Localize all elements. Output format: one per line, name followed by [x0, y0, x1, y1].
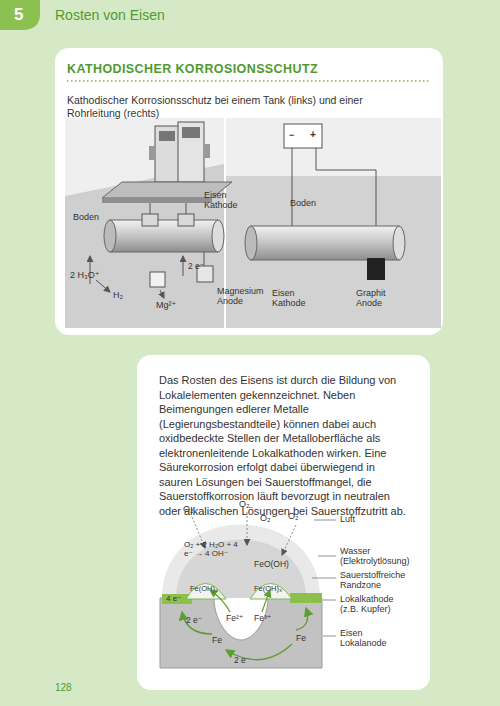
- diagram-label: Fe(OH)₃: [254, 585, 282, 593]
- diagram-label: Eisen Kathode: [204, 190, 246, 210]
- page-number: 128: [55, 682, 72, 693]
- diagram-label: H₂: [113, 290, 123, 300]
- diagram-label: Wasser (Elektrolytlösung): [340, 546, 430, 566]
- diagram-label: 4 e⁻: [166, 595, 181, 604]
- diagram-label: Fe³⁺: [254, 614, 271, 624]
- panel-text: Das Rosten des Eisens ist durch die Bild…: [159, 373, 408, 518]
- diagram-label: Eisen Kathode: [272, 288, 314, 308]
- diagram-label: Graphit Anode: [356, 288, 398, 308]
- chapter-title: Rosten von Eisen: [55, 8, 165, 24]
- diagram-label: O₂: [288, 511, 299, 521]
- diagram-label: 2 e⁻: [186, 616, 202, 626]
- chapter-number: 5: [14, 5, 23, 24]
- diagram-label: O₂: [183, 504, 194, 514]
- diagram-label: Fe(OH)₂: [190, 585, 218, 593]
- diagram-label: Fe: [212, 636, 222, 646]
- diagram-label: Luft: [340, 514, 355, 524]
- diagram-label: 2 H₃O⁺: [70, 270, 99, 280]
- diagram-label: Fe: [296, 634, 306, 644]
- diagram-label: Boden: [73, 212, 99, 222]
- diagram-label: Boden: [290, 198, 316, 208]
- diagram-label: −: [289, 130, 294, 140]
- diagram-label: 2 e⁻: [188, 262, 204, 272]
- diagram-label: O₂: [239, 499, 250, 509]
- diagram-label: Fe²⁺: [226, 614, 243, 624]
- diagram-label: Mg²⁺: [156, 300, 176, 310]
- panel-heading: KATHODISCHER KORROSIONSSCHUTZ: [67, 61, 431, 78]
- diagram-label: +: [310, 129, 316, 140]
- diagram-label: O₂ + 2 H₂O + 4 e⁻ → 4 OH⁻: [184, 541, 248, 559]
- diagram-label: Lokalkathode (z.B. Kupfer): [340, 594, 410, 614]
- panel-text: Kathodischer Korrosionsschutz bei einem …: [67, 94, 377, 122]
- diagram-label: Eisen Lokalanode: [340, 628, 400, 648]
- diagram-label: Magnesium Anode: [217, 286, 272, 306]
- diagram-label: Sauerstoffreiche Randzone: [340, 570, 430, 590]
- diagram-label: O₂: [260, 513, 271, 523]
- diagram-label: FeO(OH): [254, 560, 289, 570]
- diagram-label: 2 e⁻: [234, 656, 250, 666]
